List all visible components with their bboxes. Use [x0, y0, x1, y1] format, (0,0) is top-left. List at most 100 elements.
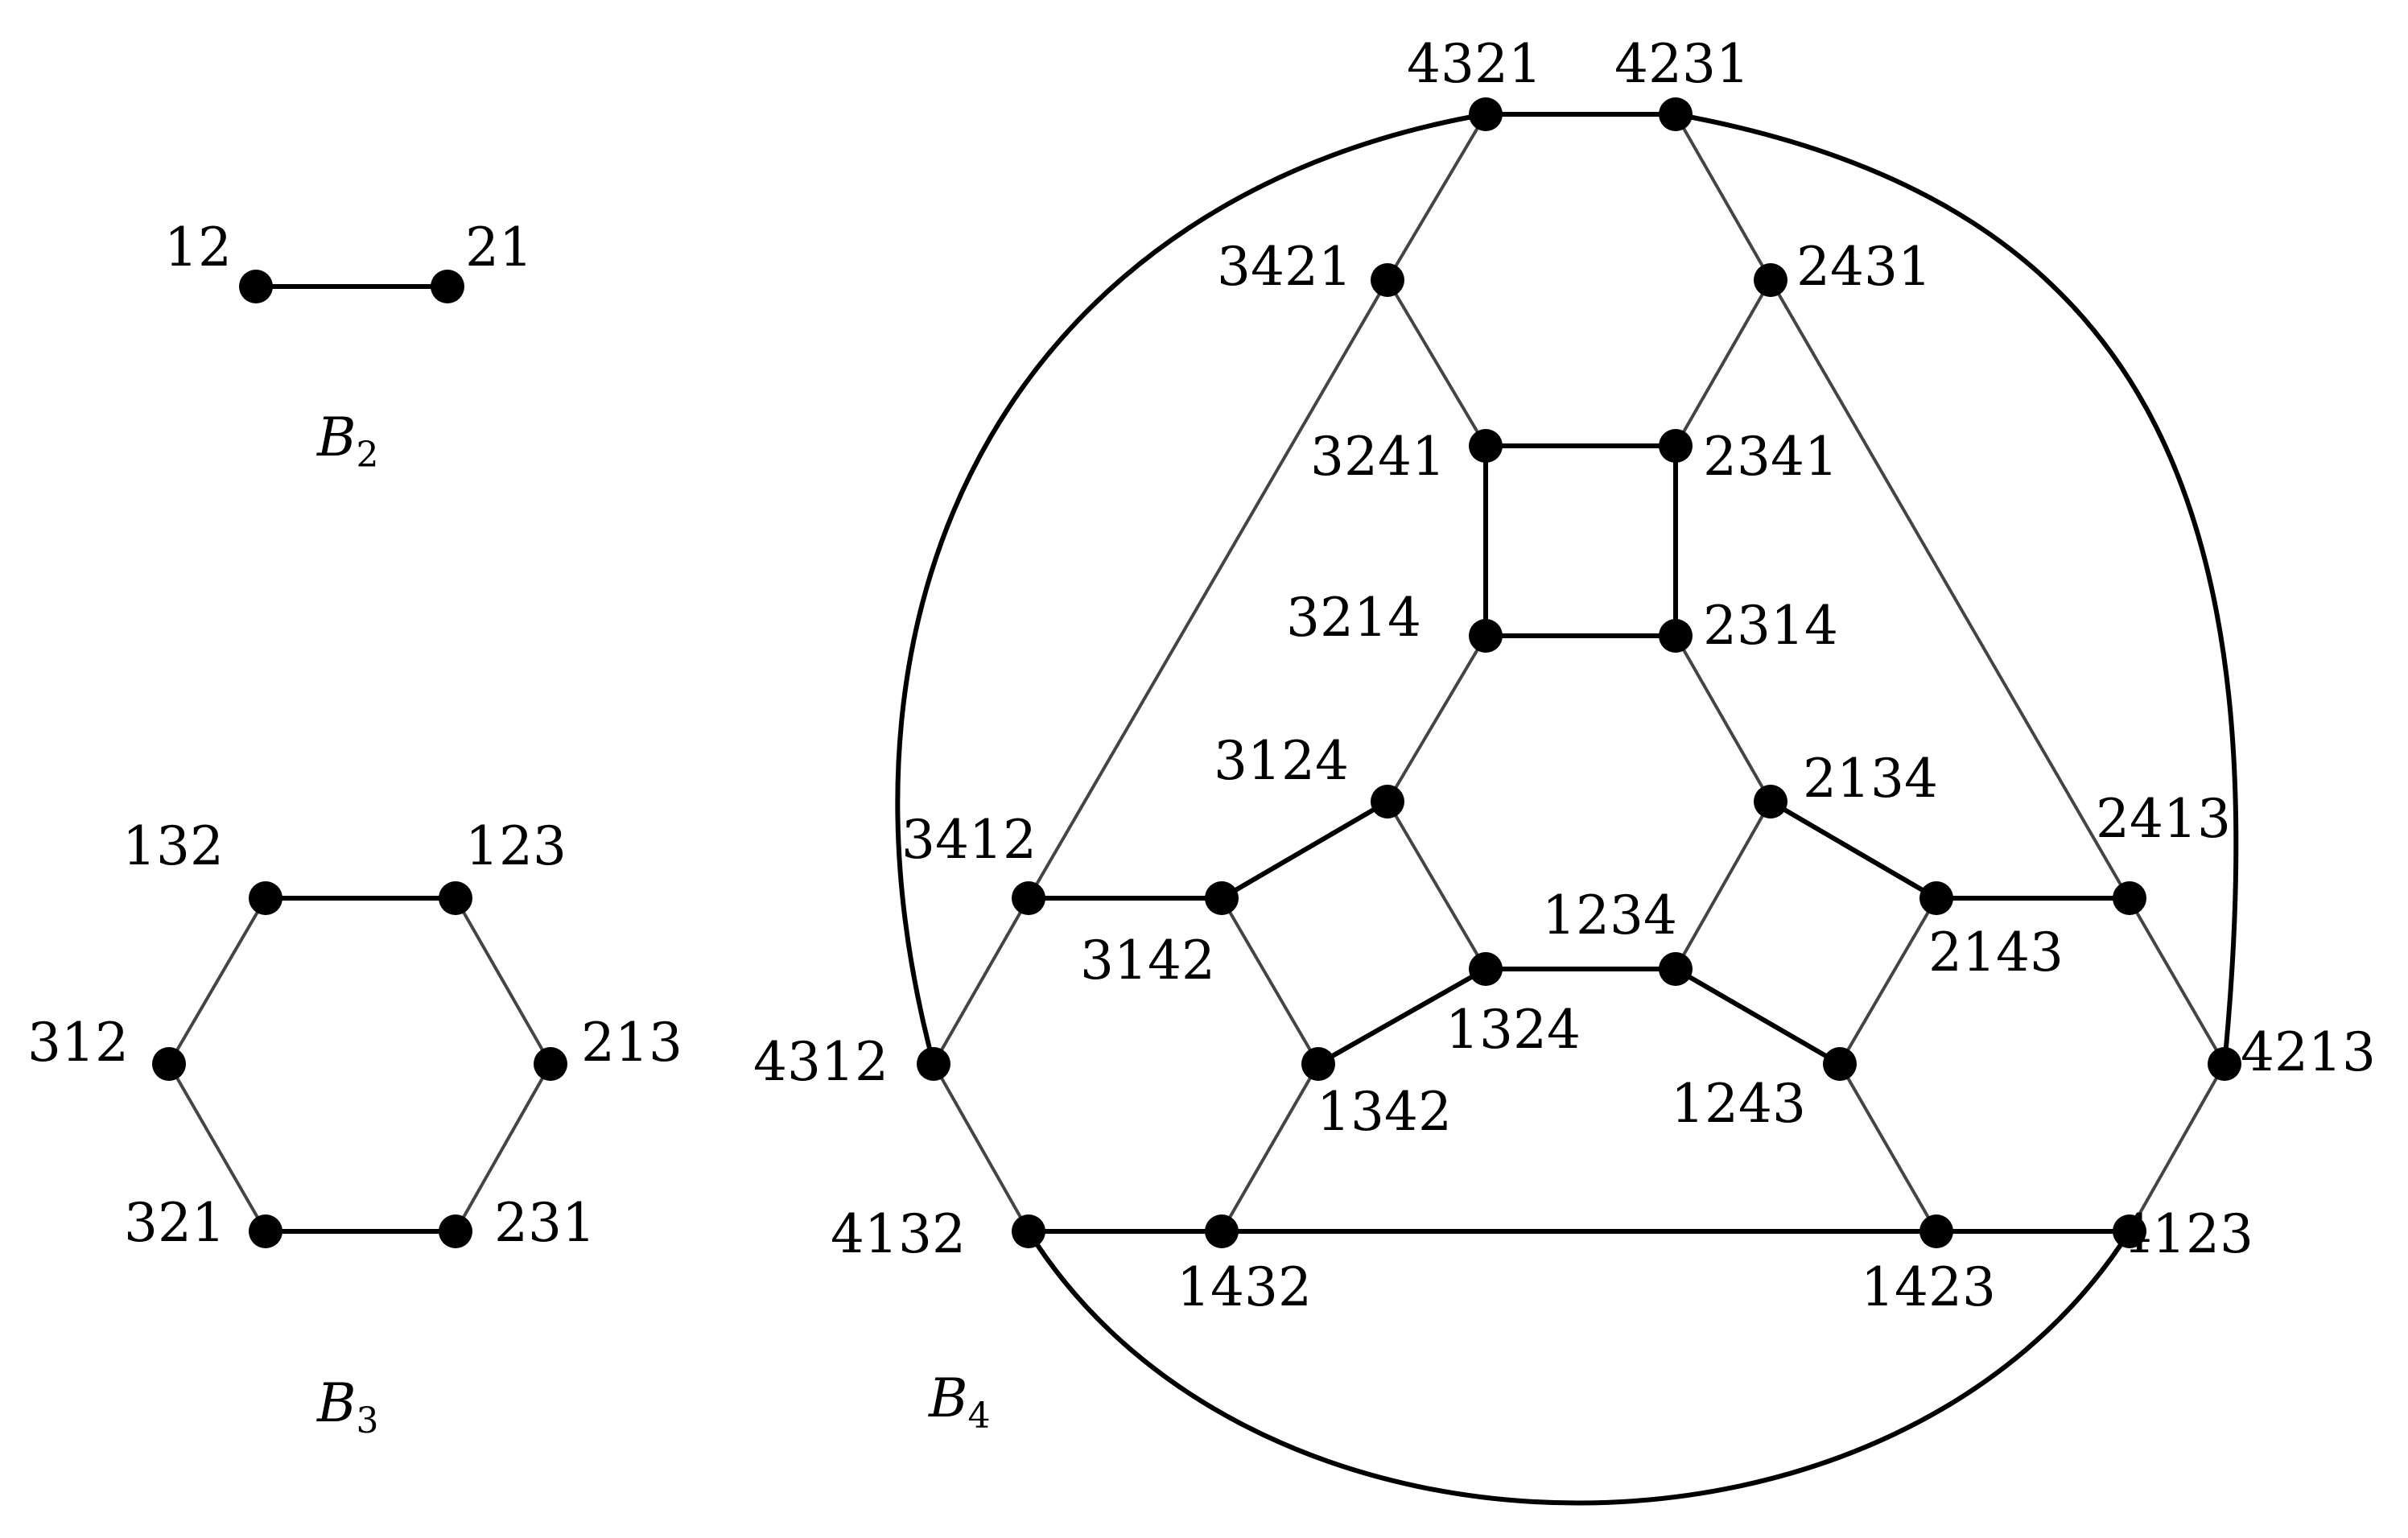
vertex-b3-231 — [439, 1214, 472, 1248]
vertex-label-2134: 2134 — [1803, 748, 1938, 810]
vertex-label-4312: 4312 — [753, 1031, 889, 1093]
vertex-1234 — [1659, 952, 1693, 986]
edge-3124-3142 — [1220, 799, 1389, 901]
vertex-4312 — [917, 1047, 950, 1081]
edge-2143-1243 — [1838, 897, 1938, 1066]
vertex-3421 — [1371, 263, 1404, 297]
vertex-label-4213: 4213 — [2241, 1021, 2376, 1083]
vertex-label-213: 213 — [581, 1012, 682, 1074]
vertex-label-1243: 1243 — [1671, 1073, 1806, 1135]
vertex-b3-321 — [249, 1214, 282, 1248]
vertex-label-2413: 2413 — [2096, 788, 2231, 850]
vertex-b2-21 — [431, 270, 464, 303]
vertex-1324 — [1469, 952, 1503, 986]
edge-4132-4123-arc — [1026, 1230, 2132, 1506]
edge-4213-4123 — [2128, 1063, 2226, 1232]
edge-2431-4213 — [1769, 278, 2226, 1066]
edge-3142-1342 — [1220, 897, 1320, 1066]
edge-3124-1324 — [1386, 800, 1487, 971]
vertex-label-132: 132 — [122, 815, 224, 877]
vertex-3412 — [1012, 881, 1045, 915]
graph-title-b2-letter: B — [316, 406, 357, 468]
vertex-1432 — [1205, 1214, 1239, 1248]
vertex-label-3421: 3421 — [1217, 236, 1352, 298]
vertex-3241 — [1469, 429, 1503, 463]
graph-title-b2-subscript: 2 — [357, 435, 379, 476]
graph-title-b3: B3 — [316, 1372, 379, 1441]
graph-title-b3-subscript: 3 — [357, 1400, 379, 1441]
edge-b3-312-b3-321 — [167, 1063, 267, 1232]
edge-3214-3124 — [1386, 634, 1487, 803]
edge-3421-3241 — [1386, 278, 1487, 447]
edge-2134-2143 — [1769, 799, 1938, 901]
vertex-2134 — [1754, 785, 1787, 818]
edge-1324-1342 — [1317, 967, 1487, 1066]
edge-b3-213-b3-231 — [454, 1063, 552, 1232]
vertex-label-4132: 4132 — [831, 1203, 966, 1265]
vertex-label-123: 123 — [465, 815, 567, 877]
vertex-label-3214: 3214 — [1286, 587, 1421, 649]
vertex-b3-213 — [534, 1047, 567, 1081]
vertex-2413 — [2113, 881, 2146, 915]
vertex-label-1234: 1234 — [1542, 884, 1677, 946]
vertex-label-321: 321 — [124, 1192, 225, 1254]
vertex-label-231: 231 — [494, 1192, 596, 1254]
vertex-b3-123 — [439, 881, 472, 915]
edge-2431-2341 — [1674, 279, 1772, 447]
graph-title-b2: B2 — [316, 406, 379, 476]
vertex-2314 — [1659, 619, 1693, 653]
vertex-b3-132 — [249, 881, 282, 915]
vertex-b2-12 — [239, 270, 273, 303]
vertex-label-1423: 1423 — [1861, 1256, 1996, 1318]
edge-3421-3412 — [1027, 278, 1389, 900]
edge-1234-1243 — [1674, 967, 1841, 1066]
graph-title-b4: B4 — [928, 1367, 991, 1437]
edge-2314-2134 — [1674, 635, 1772, 802]
edge-4231-2431 — [1674, 113, 1772, 281]
vertex-2341 — [1659, 429, 1693, 463]
vertex-label-2341: 2341 — [1703, 426, 1838, 488]
vertex-1243 — [1823, 1047, 1857, 1081]
vertex-label-4123: 4123 — [2118, 1203, 2253, 1265]
graph-title-b4-subscript: 4 — [968, 1396, 991, 1437]
vertex-4231 — [1659, 97, 1693, 131]
vertex-1342 — [1301, 1047, 1335, 1081]
edge-b3-132-b3-312 — [167, 897, 267, 1066]
vertex-4213 — [2208, 1047, 2241, 1081]
edge-4321-4312-arc — [895, 112, 1486, 1065]
vertex-label-2314: 2314 — [1703, 595, 1838, 657]
vertex-4123 — [2113, 1214, 2146, 1248]
vertex-2143 — [1919, 881, 1953, 915]
vertex-3142 — [1205, 881, 1239, 915]
vertex-label-4231: 4231 — [1614, 33, 1750, 95]
vertex-label-1432: 1432 — [1177, 1256, 1312, 1318]
vertex-label-1324: 1324 — [1445, 999, 1581, 1061]
edge-1342-1432 — [1220, 1063, 1320, 1232]
vertex-label-2431: 2431 — [1796, 236, 1932, 298]
vertex-3124 — [1371, 785, 1404, 818]
vertex-label-2143: 2143 — [1928, 922, 2064, 983]
edge-4312-4132 — [932, 1063, 1030, 1232]
vertex-label-1342: 1342 — [1317, 1081, 1452, 1143]
graph-title-b4-letter: B — [928, 1367, 968, 1429]
vertex-label-3412: 3412 — [901, 809, 1037, 871]
vertex-label-312: 312 — [27, 1012, 129, 1074]
edge-1243-1423 — [1838, 1063, 1938, 1232]
vertex-4132 — [1012, 1214, 1045, 1248]
vertex-3214 — [1469, 619, 1503, 653]
vertex-1423 — [1919, 1214, 1953, 1248]
edge-3412-4312 — [932, 897, 1030, 1065]
graph-title-b3-letter: B — [316, 1372, 357, 1434]
edge-b3-123-b3-213 — [454, 897, 552, 1065]
vertices — [152, 97, 2241, 1248]
vertex-4321 — [1469, 97, 1503, 131]
edge-2134-1234 — [1674, 801, 1772, 970]
edge-4231-4213-arc — [1675, 112, 2239, 1065]
vertex-label-21: 21 — [465, 216, 533, 278]
vertex-b3-312 — [152, 1047, 186, 1081]
vertex-label-3241: 3241 — [1310, 426, 1445, 488]
vertex-label-3124: 3124 — [1214, 730, 1349, 792]
